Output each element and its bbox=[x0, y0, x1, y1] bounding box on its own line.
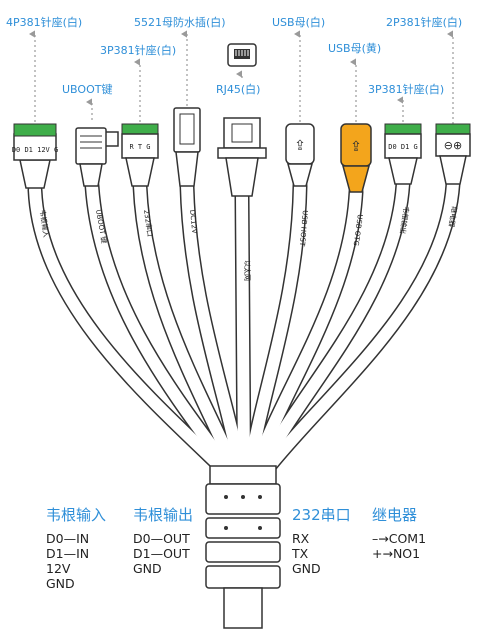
label-5521-dc-jack: 5521母防水插(白) bbox=[134, 16, 226, 29]
bundle-connector bbox=[205, 465, 281, 629]
dc-jack-icon bbox=[173, 107, 201, 187]
svg-text:⇪: ⇪ bbox=[294, 138, 306, 154]
legend-wiegand-out: 韦根输出 D0—OUT D1—OUT GND bbox=[133, 504, 193, 576]
legend-row: 12V bbox=[46, 561, 71, 576]
cable-text-dc: DC12V bbox=[188, 209, 198, 234]
legend-wiegand-in: 韦根输入 D0—IN D1—IN 12V GND bbox=[46, 504, 106, 591]
label-2p-pin-header: 2P381针座(白) bbox=[386, 16, 463, 29]
legend-relay: 继电器 –→COM1 +→NO1 bbox=[372, 504, 426, 561]
green-3p-connector-icon-rs232: R T G bbox=[121, 123, 159, 187]
rj45-port-icon bbox=[227, 43, 257, 67]
label-uboot-key: UBOOT键 bbox=[62, 83, 113, 96]
uboot-key-icon bbox=[75, 127, 119, 187]
cables bbox=[27, 176, 461, 476]
label-4p-pin-header: 4P381针座(白) bbox=[6, 16, 83, 29]
cable-text-relay: 继电器 bbox=[447, 206, 459, 228]
legend-title: 韦根输出 bbox=[133, 506, 194, 524]
label-usb-female-yellow: USB母(黄) bbox=[328, 42, 382, 55]
usb-yellow-icon: ⇪ bbox=[340, 123, 372, 193]
cable-text-wiegand-in: 韦根输入 bbox=[38, 209, 51, 238]
connectors: D0 D1 12V G R T G bbox=[12, 107, 471, 197]
legend-row: D0—IN bbox=[46, 531, 90, 546]
legend-title: 韦根输入 bbox=[46, 506, 107, 524]
cable-text-eth: 以太网 bbox=[243, 260, 252, 281]
usb-white-icon: ⇪ bbox=[285, 123, 315, 187]
legend-row: TX bbox=[292, 546, 309, 561]
legend-row: D0—OUT bbox=[133, 531, 190, 546]
legend-row: GND bbox=[133, 561, 162, 576]
rj45-icon bbox=[217, 117, 267, 197]
svg-text:D0 D1 G: D0 D1 G bbox=[388, 143, 418, 151]
legend-title: 继电器 bbox=[372, 506, 418, 524]
legend-row: D1—OUT bbox=[133, 546, 190, 561]
green-4p-connector-icon: D0 D1 12V G bbox=[12, 123, 58, 189]
cable-texts: 韦根输入 UBOOT 键 232串口 DC12V 以太网 USB HOST US… bbox=[38, 206, 459, 281]
label-3p-pin-header-out: 3P381针座(白) bbox=[368, 83, 445, 96]
label-rj45: RJ45(白) bbox=[216, 83, 261, 96]
legend-row: +→NO1 bbox=[372, 546, 421, 561]
legend-row: GND bbox=[292, 561, 321, 576]
label-usb-female-white: USB母(白) bbox=[272, 16, 326, 29]
green-2p-connector-icon: ⊖⊕ bbox=[435, 123, 471, 185]
svg-text:⊖⊕: ⊖⊕ bbox=[444, 139, 462, 152]
legend-row: RX bbox=[292, 531, 310, 546]
pin-labels-4p: D0 D1 12V G bbox=[12, 146, 58, 154]
cable-text-rs232: 232串口 bbox=[142, 209, 154, 237]
svg-text:R T G: R T G bbox=[129, 143, 150, 151]
legend-row: GND bbox=[46, 576, 75, 591]
legend-row: –→COM1 bbox=[372, 531, 427, 546]
legend-row: D1—IN bbox=[46, 546, 90, 561]
label-3p-pin-header-rs232: 3P381针座(白) bbox=[100, 44, 177, 57]
legend-title: 232串口 bbox=[292, 506, 351, 524]
legend-rs232: 232串口 RX TX GND bbox=[292, 504, 351, 576]
cable-text-usb-host: USB HOST bbox=[298, 210, 309, 247]
green-3p-connector-icon-out: D0 D1 G bbox=[384, 123, 422, 185]
leader-lines bbox=[29, 30, 454, 124]
svg-text:⇪: ⇪ bbox=[350, 139, 362, 155]
cable-text-wiegand-out: 韦根输出 bbox=[398, 206, 411, 235]
